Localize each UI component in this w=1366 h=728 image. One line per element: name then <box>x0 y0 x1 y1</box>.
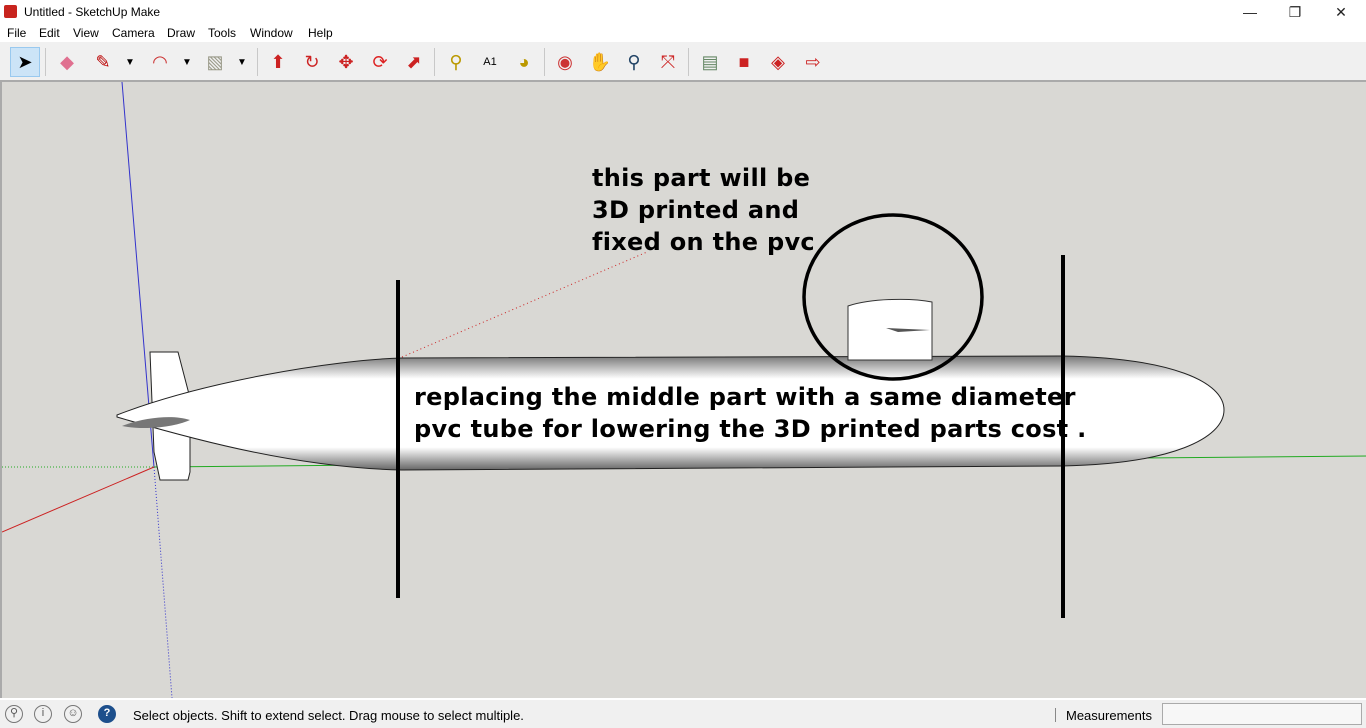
arc-tool-icon[interactable]: ◠ <box>152 51 168 72</box>
annotation-line: this part will be <box>592 164 811 192</box>
menu-tools[interactable]: Tools <box>208 26 237 40</box>
text-tool-icon[interactable]: A1 <box>483 56 497 68</box>
pencil-tool-icon[interactable]: ✎ <box>95 51 111 72</box>
follow-me-tool-icon[interactable]: ↻ <box>304 51 320 72</box>
move-tool-icon[interactable]: ✥ <box>338 51 354 72</box>
layout-icon[interactable]: ◈ <box>771 51 785 72</box>
sail-plane <box>886 328 930 332</box>
orbit-tool-icon[interactable]: ◉ <box>557 51 573 72</box>
red-axis-hidden <box>401 251 648 358</box>
menu-window[interactable]: Window <box>250 26 293 40</box>
separator <box>1055 708 1056 722</box>
paint-bucket-tool-icon[interactable]: ◕ <box>518 51 530 72</box>
blue-axis-hidden <box>153 466 173 698</box>
separator <box>688 48 689 76</box>
separator <box>544 48 545 76</box>
menu-help[interactable]: Help <box>308 26 333 40</box>
menu-edit[interactable]: Edit <box>39 26 60 40</box>
rectangle-dropdown-icon[interactable]: ▼ <box>237 57 247 68</box>
status-hint: Select objects. Shift to extend select. … <box>133 708 524 723</box>
restore-button[interactable]: ❐ <box>1288 4 1302 20</box>
annotation-line: fixed on the pvc <box>592 228 815 256</box>
measurements-label: Measurements <box>1066 708 1152 723</box>
blue-axis <box>121 82 155 468</box>
window-title: Untitled - SketchUp Make <box>24 5 161 19</box>
submarine-hull <box>116 355 1225 471</box>
menu-bar: File Edit View Camera Draw Tools Window … <box>0 24 1366 42</box>
push-pull-tool-icon[interactable]: ⬆ <box>270 51 286 72</box>
annotation-line: 3D printed and <box>592 196 800 224</box>
help-icon[interactable]: ? <box>98 705 116 723</box>
model-scene <box>2 82 1366 698</box>
eraser-tool-icon[interactable]: ◆ <box>60 51 74 72</box>
annotation-pvc-tube: replacing the middle part with a same di… <box>414 381 1087 445</box>
tail-plane <box>122 417 190 428</box>
status-bar: ⚲ i ☺ ? Select objects. Shift to extend … <box>0 700 1366 728</box>
annotation-line: pvc tube for lowering the 3D printed par… <box>414 415 1087 443</box>
minimize-button[interactable]: — <box>1243 4 1257 20</box>
highlight-circle <box>802 213 984 381</box>
menu-view[interactable]: View <box>73 26 99 40</box>
menu-camera[interactable]: Camera <box>112 26 155 40</box>
rectangle-tool-icon[interactable]: ▧ <box>206 51 224 72</box>
drawing-viewport[interactable]: this part will be 3D printed and fixed o… <box>0 82 1366 698</box>
geo-location-icon[interactable]: ⚲ <box>5 705 23 723</box>
scale-tool-icon[interactable]: ⬈ <box>406 51 422 72</box>
annotation-3d-printed-part: this part will be 3D printed and fixed o… <box>592 162 815 258</box>
title-bar: Untitled - SketchUp Make — ❐ ✕ <box>0 0 1366 24</box>
measurements-input[interactable] <box>1162 703 1362 725</box>
annotation-line: replacing the middle part with a same di… <box>414 383 1076 411</box>
sketchup-logo-icon <box>4 5 17 18</box>
tape-measure-tool-icon[interactable]: ⚲ <box>449 51 463 72</box>
extension-warehouse-icon[interactable]: ■ <box>738 51 750 72</box>
rotate-tool-icon[interactable]: ⟳ <box>372 51 388 72</box>
menu-file[interactable]: File <box>7 26 27 40</box>
arc-dropdown-icon[interactable]: ▼ <box>182 57 192 68</box>
zoom-tool-icon[interactable]: ⚲ <box>627 51 641 72</box>
3d-warehouse-icon[interactable]: ▤ <box>701 51 719 72</box>
close-button[interactable]: ✕ <box>1335 4 1347 20</box>
separator <box>45 48 46 76</box>
separator <box>257 48 258 76</box>
separator <box>434 48 435 76</box>
red-axis <box>2 466 155 533</box>
select-tool-icon[interactable]: ➤ <box>10 47 40 77</box>
user-account-icon[interactable]: ☺ <box>64 705 82 723</box>
pencil-dropdown-icon[interactable]: ▼ <box>125 57 135 68</box>
credits-icon[interactable]: i <box>34 705 52 723</box>
conning-tower <box>847 298 933 361</box>
pan-tool-icon[interactable]: ✋ <box>588 51 612 72</box>
zoom-extents-tool-icon[interactable]: ⤧ <box>660 51 676 72</box>
menu-draw[interactable]: Draw <box>167 26 196 40</box>
toolbar: ➤ ◆ ✎ ▼ ◠ ▼ ▧ ▼ ⬆ ↻ ✥ ⟳ ⬈ ⚲ A1 ◕ ◉ ✋ ⚲ ⤧… <box>0 42 1366 82</box>
send-to-layout-icon[interactable]: ⇨ <box>805 51 821 72</box>
